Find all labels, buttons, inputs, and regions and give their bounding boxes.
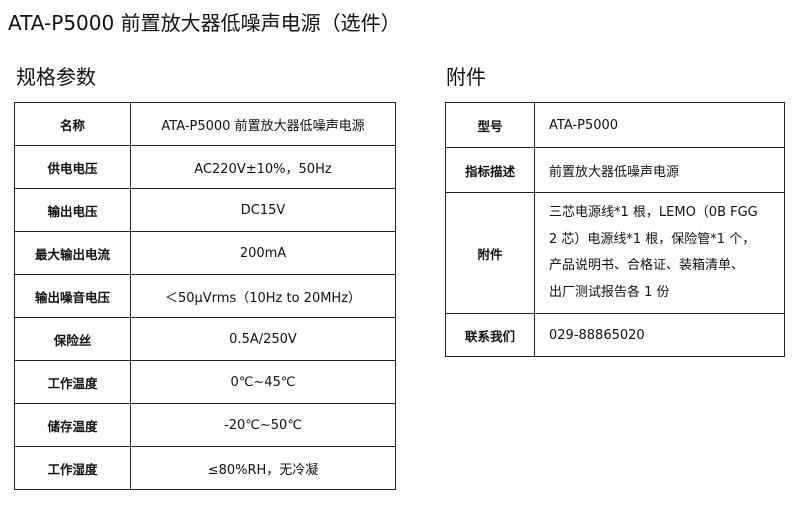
- acc-label: 指标描述: [445, 147, 535, 193]
- spec-label: 名称: [14, 102, 131, 146]
- page-title: ATA-P5000 前置放大器低噪声电源（选件）: [8, 11, 401, 35]
- spec-row-operating-temp: 工作温度 0℃~45℃: [14, 360, 396, 404]
- spec-label: 输出电压: [14, 188, 131, 232]
- spec-label: 工作温度: [14, 360, 131, 404]
- spec-label: 供电电压: [14, 145, 131, 189]
- acc-line: 2 芯）电源线*1 根，保险管*1 个，: [549, 231, 756, 247]
- spec-row-output-voltage: 输出电压 DC15V: [14, 188, 396, 232]
- spec-value: AC220V±10%，50Hz: [130, 145, 396, 189]
- spec-value: ≤80%RH，无冷凝: [130, 446, 396, 490]
- spec-label: 储存温度: [14, 403, 131, 447]
- acc-label: 附件: [445, 192, 535, 314]
- spec-row-noise-voltage: 输出噪音电压 ＜50μVrms（10Hz to 20MHz）: [14, 274, 396, 318]
- acc-line: 产品说明书、合格证、装箱清单、: [549, 258, 745, 273]
- spec-row-fuse: 保险丝 0.5A/250V: [14, 317, 396, 361]
- spec-value: 0.5A/250V: [130, 317, 396, 361]
- accessories-heading: 附件: [446, 65, 486, 89]
- acc-row-description: 指标描述 前置放大器低噪声电源: [445, 147, 785, 193]
- spec-value: DC15V: [130, 188, 396, 232]
- acc-label: 型号: [445, 102, 535, 148]
- acc-row-model: 型号 ATA-P5000: [445, 102, 785, 148]
- spec-value: ATA-P5000 前置放大器低噪声电源: [130, 102, 396, 146]
- spec-label: 工作湿度: [14, 446, 131, 490]
- spec-value: 0℃~45℃: [130, 360, 396, 404]
- acc-value: 029-88865020: [534, 313, 785, 357]
- spec-heading: 规格参数: [16, 65, 96, 89]
- spec-row-name: 名称 ATA-P5000 前置放大器低噪声电源: [14, 102, 396, 146]
- spec-label: 保险丝: [14, 317, 131, 361]
- spec-table: 名称 ATA-P5000 前置放大器低噪声电源 供电电压 AC220V±10%，…: [14, 102, 396, 490]
- spec-row-storage-temp: 储存温度 -20℃~50℃: [14, 403, 396, 447]
- acc-line: 出厂测试报告各 1 份: [549, 284, 670, 300]
- spec-row-supply-voltage: 供电电压 AC220V±10%，50Hz: [14, 145, 396, 189]
- spec-label: 最大输出电流: [14, 231, 131, 275]
- spec-row-max-current: 最大输出电流 200mA: [14, 231, 396, 275]
- spec-row-humidity: 工作湿度 ≤80%RH，无冷凝: [14, 446, 396, 490]
- acc-label: 联系我们: [445, 313, 535, 357]
- spec-value: 200mA: [130, 231, 396, 275]
- spec-label: 输出噪音电压: [14, 274, 131, 318]
- acc-value: ATA-P5000: [534, 102, 785, 148]
- spec-value: -20℃~50℃: [130, 403, 396, 447]
- accessories-table: 型号 ATA-P5000 指标描述 前置放大器低噪声电源 附件 三芯电源线*1 …: [445, 102, 785, 357]
- acc-line: 三芯电源线*1 根，LEMO（0B FGG: [549, 205, 758, 220]
- acc-row-contact: 联系我们 029-88865020: [445, 313, 785, 357]
- acc-value-multiline: 三芯电源线*1 根，LEMO（0B FGG 2 芯）电源线*1 根，保险管*1 …: [534, 192, 785, 314]
- spec-value: ＜50μVrms（10Hz to 20MHz）: [130, 274, 396, 318]
- acc-value: 前置放大器低噪声电源: [534, 147, 785, 193]
- acc-row-accessories: 附件 三芯电源线*1 根，LEMO（0B FGG 2 芯）电源线*1 根，保险管…: [445, 192, 785, 314]
